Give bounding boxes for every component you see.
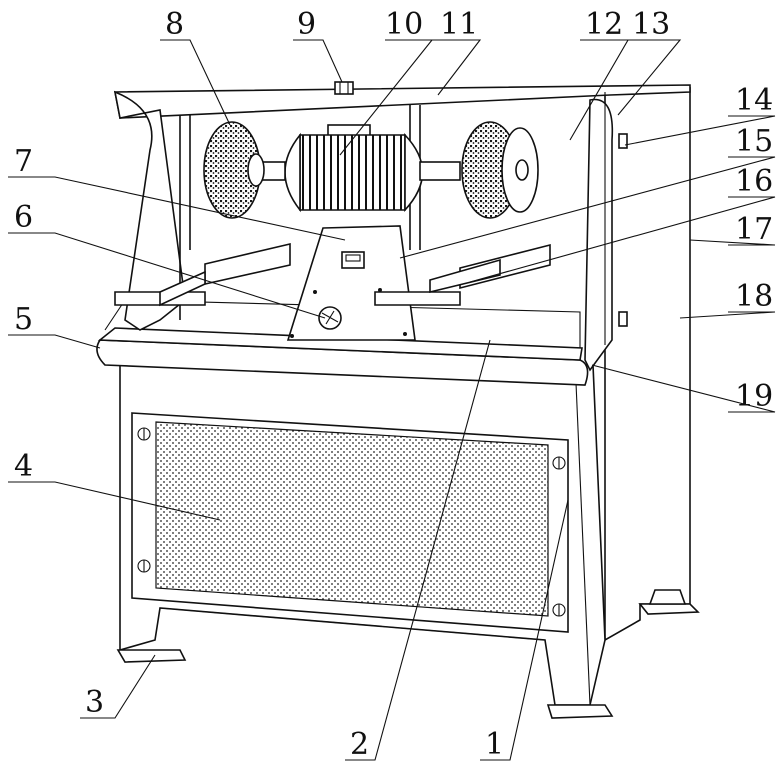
label-14: 14 <box>735 83 773 118</box>
motor <box>255 125 460 210</box>
front-mesh-panel <box>132 413 568 632</box>
label-6: 6 <box>14 200 33 235</box>
control-plate <box>288 226 415 340</box>
display-window <box>342 252 364 268</box>
label-2: 2 <box>350 727 369 762</box>
label-7: 7 <box>14 144 33 179</box>
label-12: 12 <box>585 7 623 42</box>
label-16: 16 <box>735 164 773 199</box>
label-8: 8 <box>165 7 184 42</box>
label-10: 10 <box>385 7 423 42</box>
label-1: 1 <box>485 727 504 762</box>
label-18: 18 <box>735 279 773 314</box>
label-3: 3 <box>85 685 104 720</box>
grinding-wheel-left <box>204 122 264 218</box>
label-13: 13 <box>632 7 670 42</box>
label-4: 4 <box>14 449 33 484</box>
grinding-wheel-right <box>462 122 538 218</box>
label-9: 9 <box>297 7 316 42</box>
label-11: 11 <box>440 7 478 42</box>
label-17: 17 <box>735 212 773 247</box>
label-5: 5 <box>14 302 33 337</box>
label-19: 19 <box>735 379 773 414</box>
label-15: 15 <box>735 124 773 159</box>
